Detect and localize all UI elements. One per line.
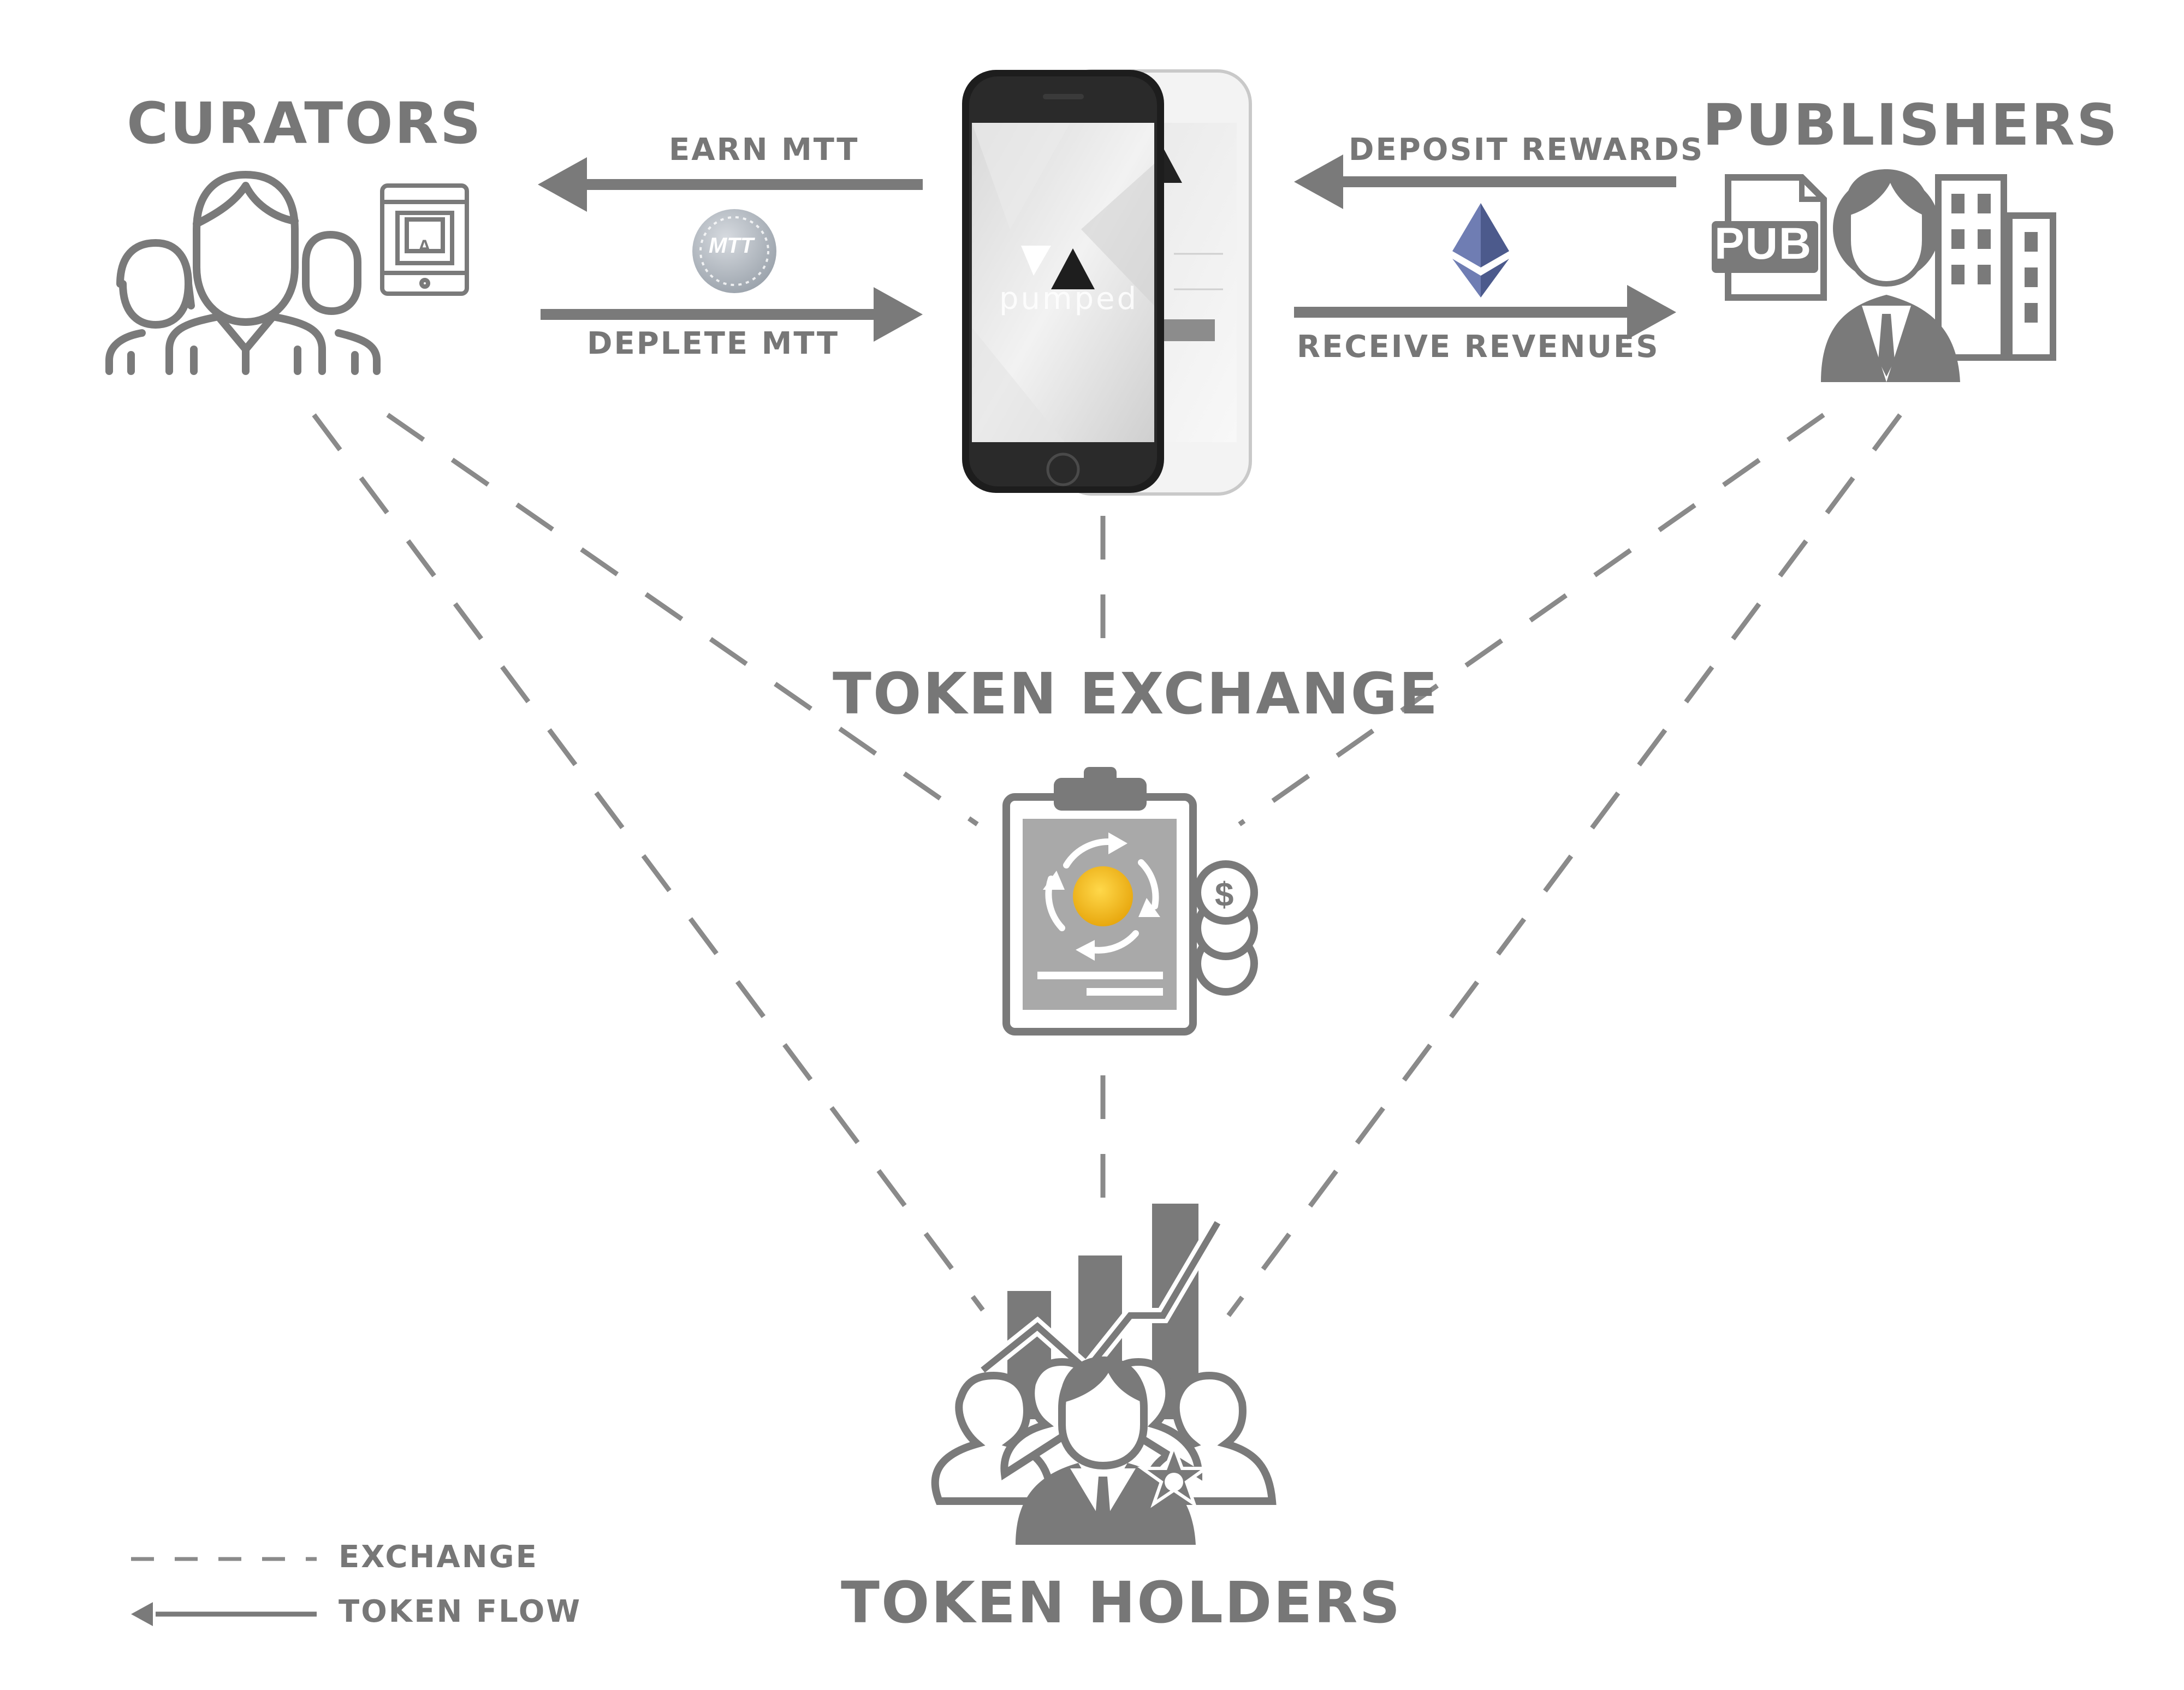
mtt-coin-label: MTT	[709, 234, 754, 258]
pub-badge	[1712, 221, 1818, 273]
ethereum-icon	[1452, 203, 1509, 297]
tablet-glyph: A	[418, 236, 431, 257]
deplete-mtt-arrowhead	[874, 287, 923, 342]
earn-mtt-label: EARN MTT	[669, 132, 859, 168]
curators-to-holders-line	[312, 413, 985, 1312]
phone-mockup	[962, 69, 1252, 496]
token-holders-icon	[931, 1204, 1277, 1545]
legend-graphics	[131, 1557, 317, 1626]
publishers-to-holders-line	[1226, 413, 1902, 1317]
deposit-rewards-label: DEPOSIT REWARDS	[1349, 132, 1705, 168]
receive-revenues-label: RECEIVE REVENUES	[1297, 329, 1660, 365]
mtt-coin-icon	[692, 209, 776, 293]
publishers-to-exchange-line	[1238, 413, 1825, 826]
token-holders-title: TOKEN HOLDERS	[841, 1569, 1402, 1636]
curators-to-exchange-line	[386, 413, 979, 826]
earn-mtt-arrowhead	[538, 157, 587, 212]
phone-front-black	[962, 70, 1164, 493]
deplete-mtt-label: DEPLETE MTT	[587, 326, 840, 361]
token-flow-arrows	[538, 154, 1676, 342]
curators-title: CURATORS	[127, 90, 483, 157]
legend-arrowhead	[131, 1602, 153, 1626]
clipboard-exchange-icon: $	[1002, 767, 1258, 1036]
exchange-lines	[312, 413, 1902, 1317]
token-exchange-title: TOKEN EXCHANGE	[833, 660, 1440, 727]
legend-exchange-label: EXCHANGE	[339, 1539, 538, 1575]
publishers-icon	[1712, 169, 2056, 382]
svg-text:$: $	[1215, 876, 1233, 914]
pub-badge-label: PUB	[1714, 219, 1813, 269]
curators-group-icon	[105, 171, 381, 375]
legend-token-flow-label: TOKEN FLOW	[339, 1594, 582, 1629]
deposit-rewards-arrowhead	[1294, 154, 1343, 209]
phone-app-name: pumped	[999, 281, 1139, 317]
tablet-article-icon	[380, 183, 469, 296]
publishers-title: PUBLISHERS	[1702, 92, 2119, 158]
receive-revenues-arrowhead	[1627, 285, 1676, 340]
